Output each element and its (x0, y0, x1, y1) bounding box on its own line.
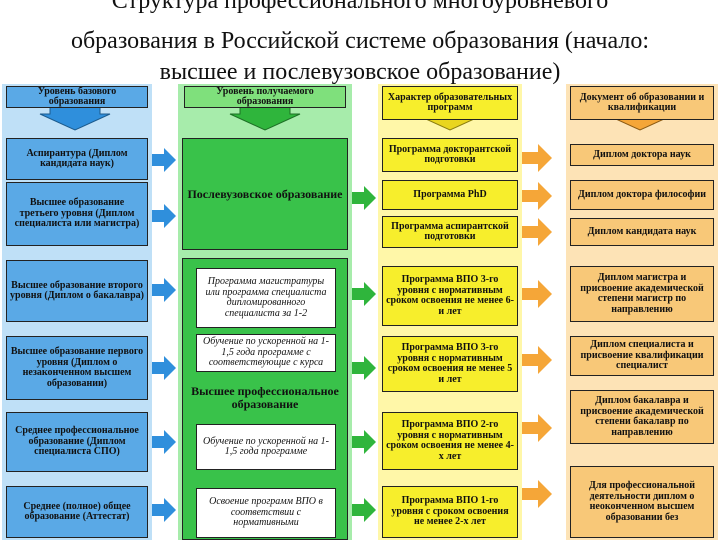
col3-hpe-level2: Программа ВПО 2-го уровня с нормативным … (382, 412, 518, 470)
arrow-right-7 (352, 186, 376, 210)
col2-sub-3: Обучение по ускоренной на 1-1,5 года про… (196, 424, 336, 470)
slide-title: Структура профессионального многоуровнев… (0, 0, 720, 124)
arrow-down-col1 (39, 105, 111, 131)
arrow-right-16 (522, 346, 552, 374)
col4-incomplete-diploma: Для профессиональной деятельности диплом… (570, 466, 714, 538)
col4-bachelor-diploma: Диплом бакалавра и присвоение академичес… (570, 390, 714, 444)
arrow-right-12 (522, 144, 552, 172)
col3-hpe-level3-6y: Программа ВПО 3-го уровня с нормативным … (382, 266, 518, 326)
header-document: Документ об образовании и квалификации (570, 86, 714, 120)
arrow-right-8 (352, 282, 376, 306)
col3-hpe-level3-5y: Программа ВПО 3-го уровня с нормативным … (382, 336, 518, 392)
col4-master-diploma: Диплом магистра и присвоение академическ… (570, 266, 714, 322)
col1-higher-level-1: Высшее образование первого уровня (Дипло… (6, 336, 148, 400)
arrow-right-13 (522, 182, 552, 210)
col4-candidate-diploma: Диплом кандидата наук (570, 218, 714, 246)
col1-higher-level-3: Высшее образование третьего уровня (Дипл… (6, 182, 148, 246)
col2-postgraduate-label: Послевузовское образование (187, 186, 343, 201)
arrow-right-9 (352, 356, 376, 380)
col1-higher-level-2: Высшее образование второго уровня (Дипло… (6, 260, 148, 322)
col3-doctoral-program: Программа докторантской подготовки (382, 138, 518, 172)
arrow-right-4 (152, 356, 176, 380)
col2-sub-1: Программа магистратуры или программа спе… (196, 268, 336, 328)
arrow-right-2 (152, 204, 176, 228)
col1-secondary-general: Среднее (полное) общее образование (Атте… (6, 486, 148, 538)
col3-phd-program: Программа PhD (382, 180, 518, 210)
col3-aspirant-program: Программа аспирантской подготовки (382, 216, 518, 248)
arrow-right-3 (152, 278, 176, 302)
arrow-right-10 (352, 430, 376, 454)
arrow-right-11 (352, 498, 376, 522)
col3-hpe-level1: Программа ВПО 1-го уровня с сроком освое… (382, 486, 518, 538)
arrow-right-14 (522, 218, 552, 246)
col2-sub-4: Освоение программ ВПО в соответствии с н… (196, 488, 336, 538)
col2-higher-label: Высшее профессиональное образование (186, 378, 344, 418)
col2-sub-2: Обучение по ускоренной на 1-1,5 года про… (196, 334, 336, 372)
header-obtained-level: Уровень получаемого образования (184, 86, 346, 108)
col4-phd-diploma: Диплом доктора философии (570, 180, 714, 210)
arrow-right-5 (152, 430, 176, 454)
col1-secondary-vocational: Среднее профессиональное образование (Ди… (6, 412, 148, 472)
arrow-right-15 (522, 280, 552, 308)
header-basic-level: Уровень базового образования (6, 86, 148, 108)
col4-doctor-diploma: Диплом доктора наук (570, 144, 714, 166)
title-line-3: высшее и послевузовское образование) (159, 59, 561, 85)
arrow-right-17 (522, 414, 552, 442)
header-program-type: Характер образовательных программ (382, 86, 518, 120)
title-line-2: образования в Российской системе образов… (70, 28, 650, 54)
arrow-right-18 (522, 480, 552, 508)
col2-postgraduate-block: Послевузовское образование (182, 138, 348, 250)
arrow-right-1 (152, 148, 176, 172)
col1-postgraduate: Аспирантура (Диплом кандидата наук) (6, 138, 148, 180)
arrow-right-6 (152, 498, 176, 522)
col4-specialist-diploma: Диплом специалиста и присвоение квалифик… (570, 336, 714, 376)
arrow-down-col2 (229, 105, 301, 131)
education-structure-diagram: Уровень базового образования Уровень пол… (0, 82, 720, 540)
title-line-1: Структура профессионального многоуровнев… (111, 0, 609, 14)
